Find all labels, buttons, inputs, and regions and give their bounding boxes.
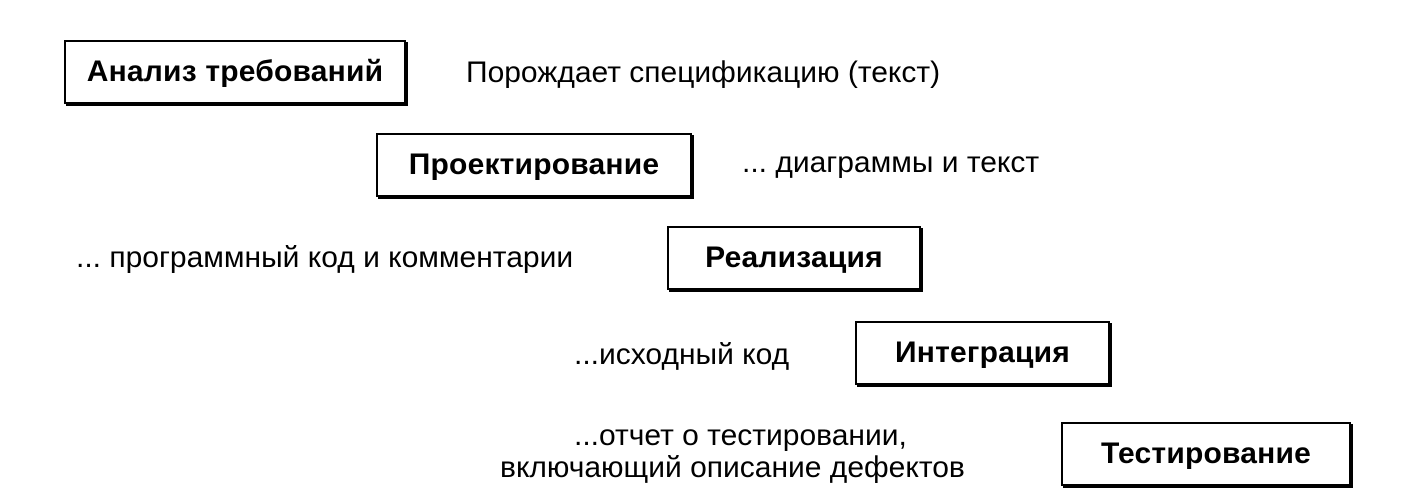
stage-box-requirements-analysis: Анализ требований [64, 40, 406, 104]
stage-box-testing: Тестирование [1061, 422, 1351, 486]
stage-output-testing-line-2: включающий описание дефектов [500, 451, 965, 484]
stage-output-integration: ...исходный код [574, 338, 790, 371]
stage-output-implementation: ... программный код и комментарии [76, 241, 574, 274]
stage-box-integration: Интеграция [855, 321, 1110, 385]
stage-output-requirements-analysis: Порождает спецификацию (текст) [466, 56, 941, 89]
stage-output-testing-line-1: ...отчет о тестировании, [574, 419, 907, 452]
stage-output-testing: ...отчет о тестировании, включающий опис… [500, 420, 965, 484]
stage-output-design: ... диаграммы и текст [742, 146, 1040, 179]
stage-box-design: Проектирование [376, 133, 692, 197]
stage-box-implementation: Реализация [667, 226, 921, 290]
